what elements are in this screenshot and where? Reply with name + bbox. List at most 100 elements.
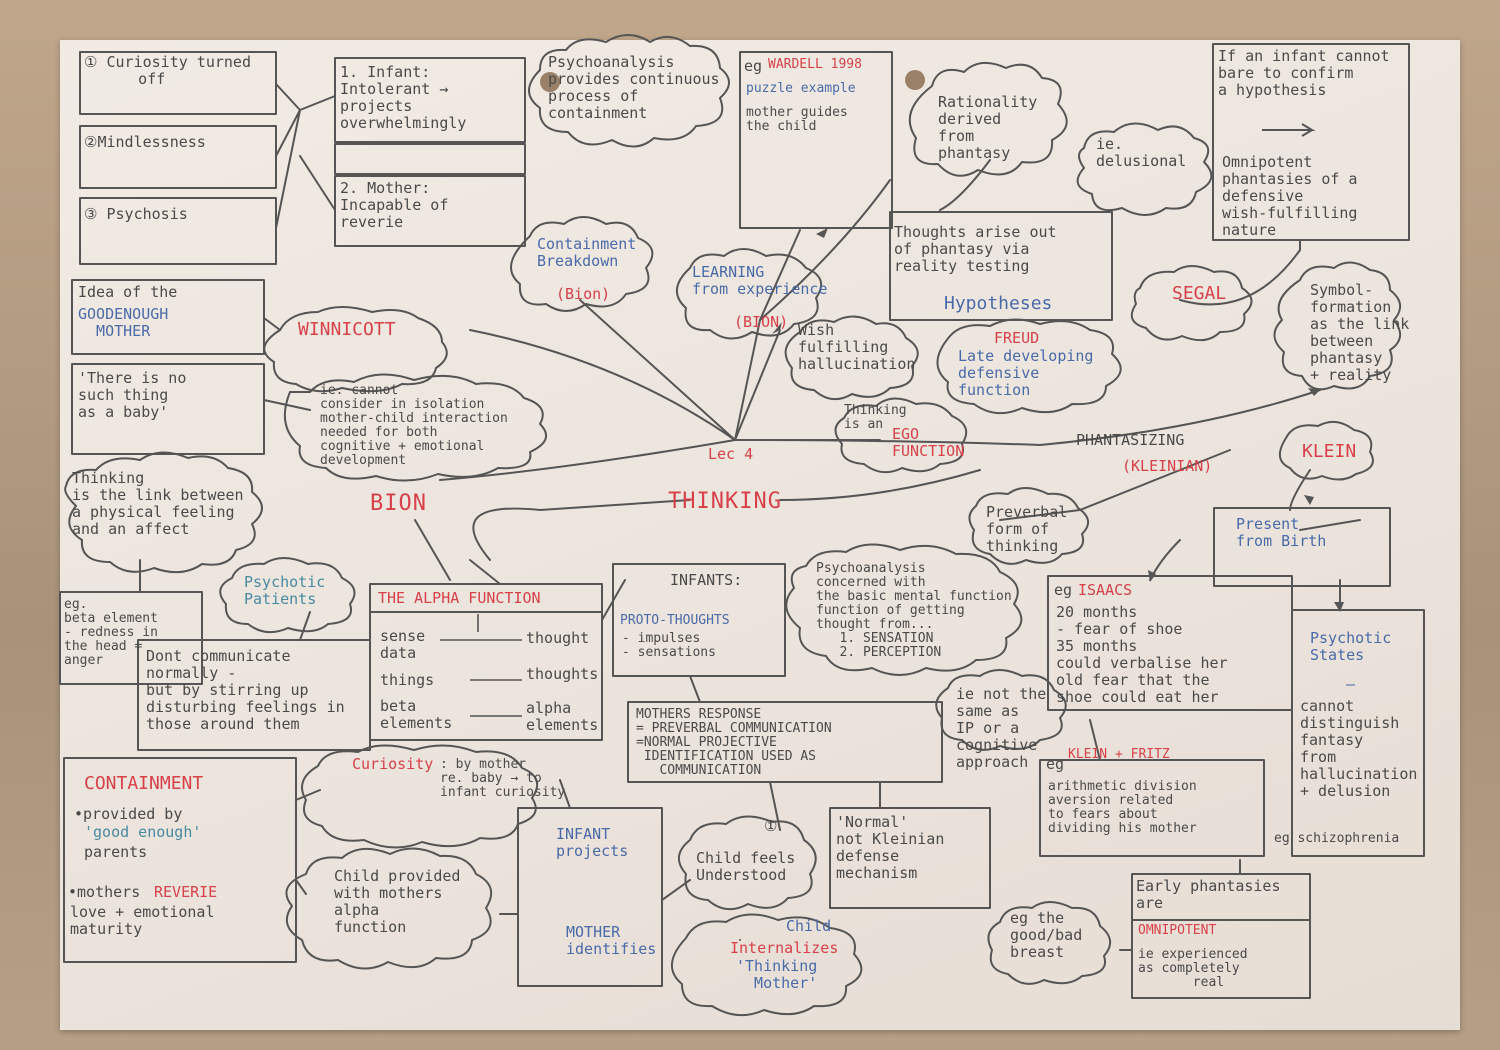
cloud-cannot-consider [283, 373, 548, 482]
box-early-phantasies [1131, 873, 1311, 999]
segal-text: SEGAL [1172, 283, 1227, 304]
wardell-name: WARDELL 1998 [768, 57, 862, 72]
lec-label: Lec 4 [708, 445, 754, 463]
box-no-such-thing [71, 363, 265, 455]
dont-communicate-text: Dont communicate normally - but by stirr… [146, 647, 345, 733]
cloud-learning-from-experience [676, 248, 823, 340]
wardell-guides: mother guides the child [746, 105, 848, 134]
ego-function-text: EGO FUNCTION [892, 425, 965, 460]
containment-reverie: REVERIE [154, 883, 218, 901]
isaacs-eg: eg [1054, 581, 1073, 599]
psychoanalysis-containment-text: Psychoanalysis provides continuous proce… [548, 53, 720, 122]
present-from-birth-text: Present from Birth [1236, 515, 1327, 550]
cloud-symbol-formation [1273, 261, 1401, 391]
box-normal-not-kleinian [829, 807, 991, 909]
klein-fritz-eg: eg [1046, 755, 1065, 773]
cloud-containment-breakdown [510, 216, 654, 312]
freud-name: FREUD [994, 329, 1040, 347]
not-same-as-ip-text: ie not the same as IP or a cognitive app… [956, 685, 1047, 771]
mother-identifies-text: MOTHER identifies [566, 923, 657, 958]
box-klein-fritz [1039, 759, 1265, 857]
psychosis-text: ③ Psychosis [84, 205, 188, 223]
no-such-thing-text: 'There is no such thing as a baby' [78, 369, 187, 421]
cannot-consider-text: ie. cannot consider in isolation mother-… [320, 383, 508, 468]
punch-hole-left [540, 72, 560, 92]
alpha-function-title: THE ALPHA FUNCTION [378, 589, 541, 607]
thinking-title: THINKING [668, 489, 782, 514]
thoughts-arise-text: Thoughts arise out of phantasy via reali… [894, 223, 1057, 275]
cloud-psychoanalysis-concerned [785, 543, 1023, 676]
alpha-row-to-2: thoughts [526, 665, 599, 683]
psychotic-states-dash: — [1346, 675, 1356, 693]
child-provided-text: Child provided with mothers alpha functi… [334, 867, 461, 936]
wardell-eg: eg [744, 57, 763, 75]
cloud-child-provided [285, 847, 493, 970]
early-phantasies-rest: ie experienced as completely real [1138, 947, 1248, 990]
psychotic-patients-text: Psychotic Patients [244, 573, 326, 608]
child-feels-text: Child feels Understood [696, 849, 796, 884]
mother-incapable-text: 2. Mother: Incapable of reverie [340, 179, 449, 231]
alpha-row-from-2: things [380, 671, 435, 689]
hypotheses-text: Hypotheses [944, 293, 1053, 314]
normal-not-kleinian-text: 'Normal' not Kleinian defense mechanism [836, 813, 945, 882]
cloud-child-feels-understood [678, 815, 817, 911]
winnicott-title: WINNICOTT [298, 319, 396, 340]
box-infant-projects [517, 807, 663, 987]
cloud-preverbal [968, 487, 1089, 565]
cloud-freud [936, 318, 1122, 415]
psychotic-states-title: Psychotic States [1310, 629, 1392, 664]
ego-function-pre: Thinking is an [844, 403, 907, 432]
box-psychosis [79, 197, 277, 265]
phantasizing-who: (KLEINIAN) [1122, 457, 1213, 475]
klein-text: KLEIN [1302, 441, 1357, 462]
cloud-segal [1130, 265, 1253, 342]
thinking-link-text: Thinking is the link between a physical … [72, 469, 244, 538]
box-omnipotent-phantasies [1212, 43, 1410, 241]
containment-breakdown-who: (Bion) [556, 285, 611, 303]
delusional-text: ie. delusional [1096, 135, 1187, 170]
cloud-ego-function [834, 397, 968, 474]
box-mindlessness [79, 125, 277, 189]
psychoanalysis-concerned-text: Psychoanalysis concerned with the basic … [816, 561, 1012, 660]
cloud-good-bad-breast [987, 901, 1111, 985]
containment-provided: •provided by [74, 805, 183, 823]
freud-text: Late developing defensive function [958, 347, 1094, 399]
cloud-rationality [908, 61, 1068, 177]
psychotic-states-eg: eg schizophrenia [1274, 831, 1400, 846]
curiosity-turned-off-text: ① Curiosity turned off [84, 53, 251, 88]
omnipotent-top-text: If an infant cannot bare to confirm a hy… [1218, 47, 1390, 99]
rationality-text: Rationality derived from phantasy [938, 93, 1038, 162]
cloud-psychoanalysis-containment [528, 34, 730, 148]
box-beta-element [59, 591, 203, 685]
klein-fritz-name: KLEIN + FRITZ [1068, 747, 1170, 762]
internalizes-word: Internalizes [730, 939, 839, 957]
infants-title: INFANTS: [670, 571, 743, 589]
child-feels-num: ① [764, 817, 778, 835]
mindlessness-text: ②Mindlessness [84, 133, 206, 151]
alpha-row-from-3: beta elements [380, 697, 453, 732]
box-thoughts-phantasy [889, 211, 1113, 321]
learning-text: LEARNING from experience [692, 263, 828, 298]
early-omnipotent: OMNIPOTENT [1138, 923, 1217, 938]
box-psychotic-states [1291, 609, 1425, 857]
cloud-klein [1279, 420, 1374, 481]
box-infants-protothoughts [612, 563, 786, 677]
infant-intolerant-text: 1. Infant: Intolerant → projects overwhe… [340, 63, 467, 132]
omnipotent-bottom-text: Omnipotent phantasies of a defensive wis… [1222, 153, 1358, 239]
proto-items-text: - impulses - sensations [622, 631, 716, 660]
wardell-puzzle: puzzle example [746, 81, 856, 96]
box-mothers-response [627, 701, 943, 783]
alpha-row-to-1: thought [526, 629, 590, 647]
box-containment [63, 757, 297, 963]
cloud-curiosity [301, 744, 539, 849]
symbol-formation-text: Symbol- formation as the link between ph… [1310, 281, 1410, 384]
preverbal-text: Preverbal form of thinking [986, 503, 1068, 555]
cloud-wish-fulfilling [784, 315, 919, 401]
containment-love: love + emotional maturity [70, 903, 215, 938]
paper-sheet [60, 40, 1460, 1030]
box-goodenough-mother [71, 279, 265, 355]
good-bad-breast-text: eg the good/bad breast [1010, 909, 1083, 961]
infant-projects-text: INFANT projects [556, 825, 629, 860]
